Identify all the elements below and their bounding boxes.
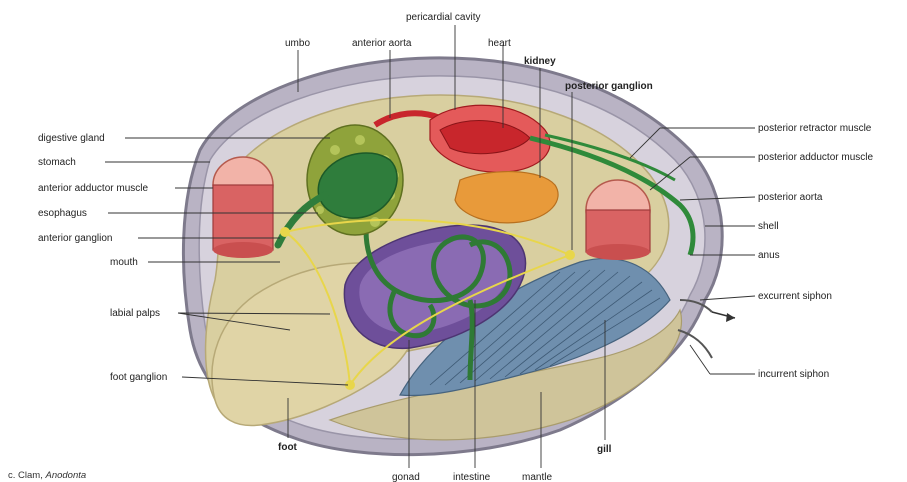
label-mantle: mantle bbox=[522, 472, 552, 482]
label-pericardial-cavity: pericardial cavity bbox=[406, 12, 480, 23]
posterior-ganglion-shape bbox=[565, 250, 575, 260]
label-gill: gill bbox=[597, 444, 612, 455]
excurrent-arrowhead bbox=[726, 313, 735, 322]
label-posterior-adductor-muscle: posterior adductor muscle bbox=[758, 152, 873, 163]
label-anus: anus bbox=[758, 250, 780, 261]
label-posterior-aorta: posterior aorta bbox=[758, 192, 823, 203]
caption-prefix: c. Clam, bbox=[8, 470, 45, 481]
label-incurrent-siphon: incurrent siphon bbox=[758, 369, 829, 380]
posterior-adductor-muscle-shape bbox=[586, 180, 650, 260]
label-umbo: umbo bbox=[285, 38, 310, 49]
anterior-ganglion-shape bbox=[280, 227, 290, 237]
label-mouth: mouth bbox=[110, 257, 138, 268]
label-kidney: kidney bbox=[524, 56, 556, 67]
label-digestive-gland: digestive gland bbox=[38, 133, 105, 144]
label-anterior-ganglion: anterior ganglion bbox=[38, 233, 113, 244]
figure-caption: c. Clam, Anodonta bbox=[8, 470, 86, 481]
label-stomach: stomach bbox=[38, 157, 76, 168]
label-posterior-ganglion: posterior ganglion bbox=[565, 81, 653, 92]
label-excurrent-siphon: excurrent siphon bbox=[758, 291, 832, 302]
caption-genus: Anodonta bbox=[44, 470, 86, 481]
label-anterior-aorta: anterior aorta bbox=[352, 38, 412, 49]
anterior-adductor-muscle-shape bbox=[213, 157, 273, 258]
label-gonad: gonad bbox=[392, 472, 420, 482]
label-foot-ganglion: foot ganglion bbox=[110, 372, 167, 383]
kidney-shape bbox=[455, 172, 558, 223]
label-foot: foot bbox=[278, 442, 298, 453]
label-labial-palps: labial palps bbox=[110, 308, 160, 319]
label-anterior-adductor-muscle: anterior adductor muscle bbox=[38, 183, 148, 194]
label-posterior-retractor-muscle: posterior retractor muscle bbox=[758, 123, 872, 134]
clam-illustration bbox=[183, 58, 735, 455]
label-intestine: intestine bbox=[453, 472, 491, 482]
label-shell: shell bbox=[758, 221, 779, 232]
label-esophagus: esophagus bbox=[38, 208, 87, 219]
label-heart: heart bbox=[488, 38, 511, 49]
